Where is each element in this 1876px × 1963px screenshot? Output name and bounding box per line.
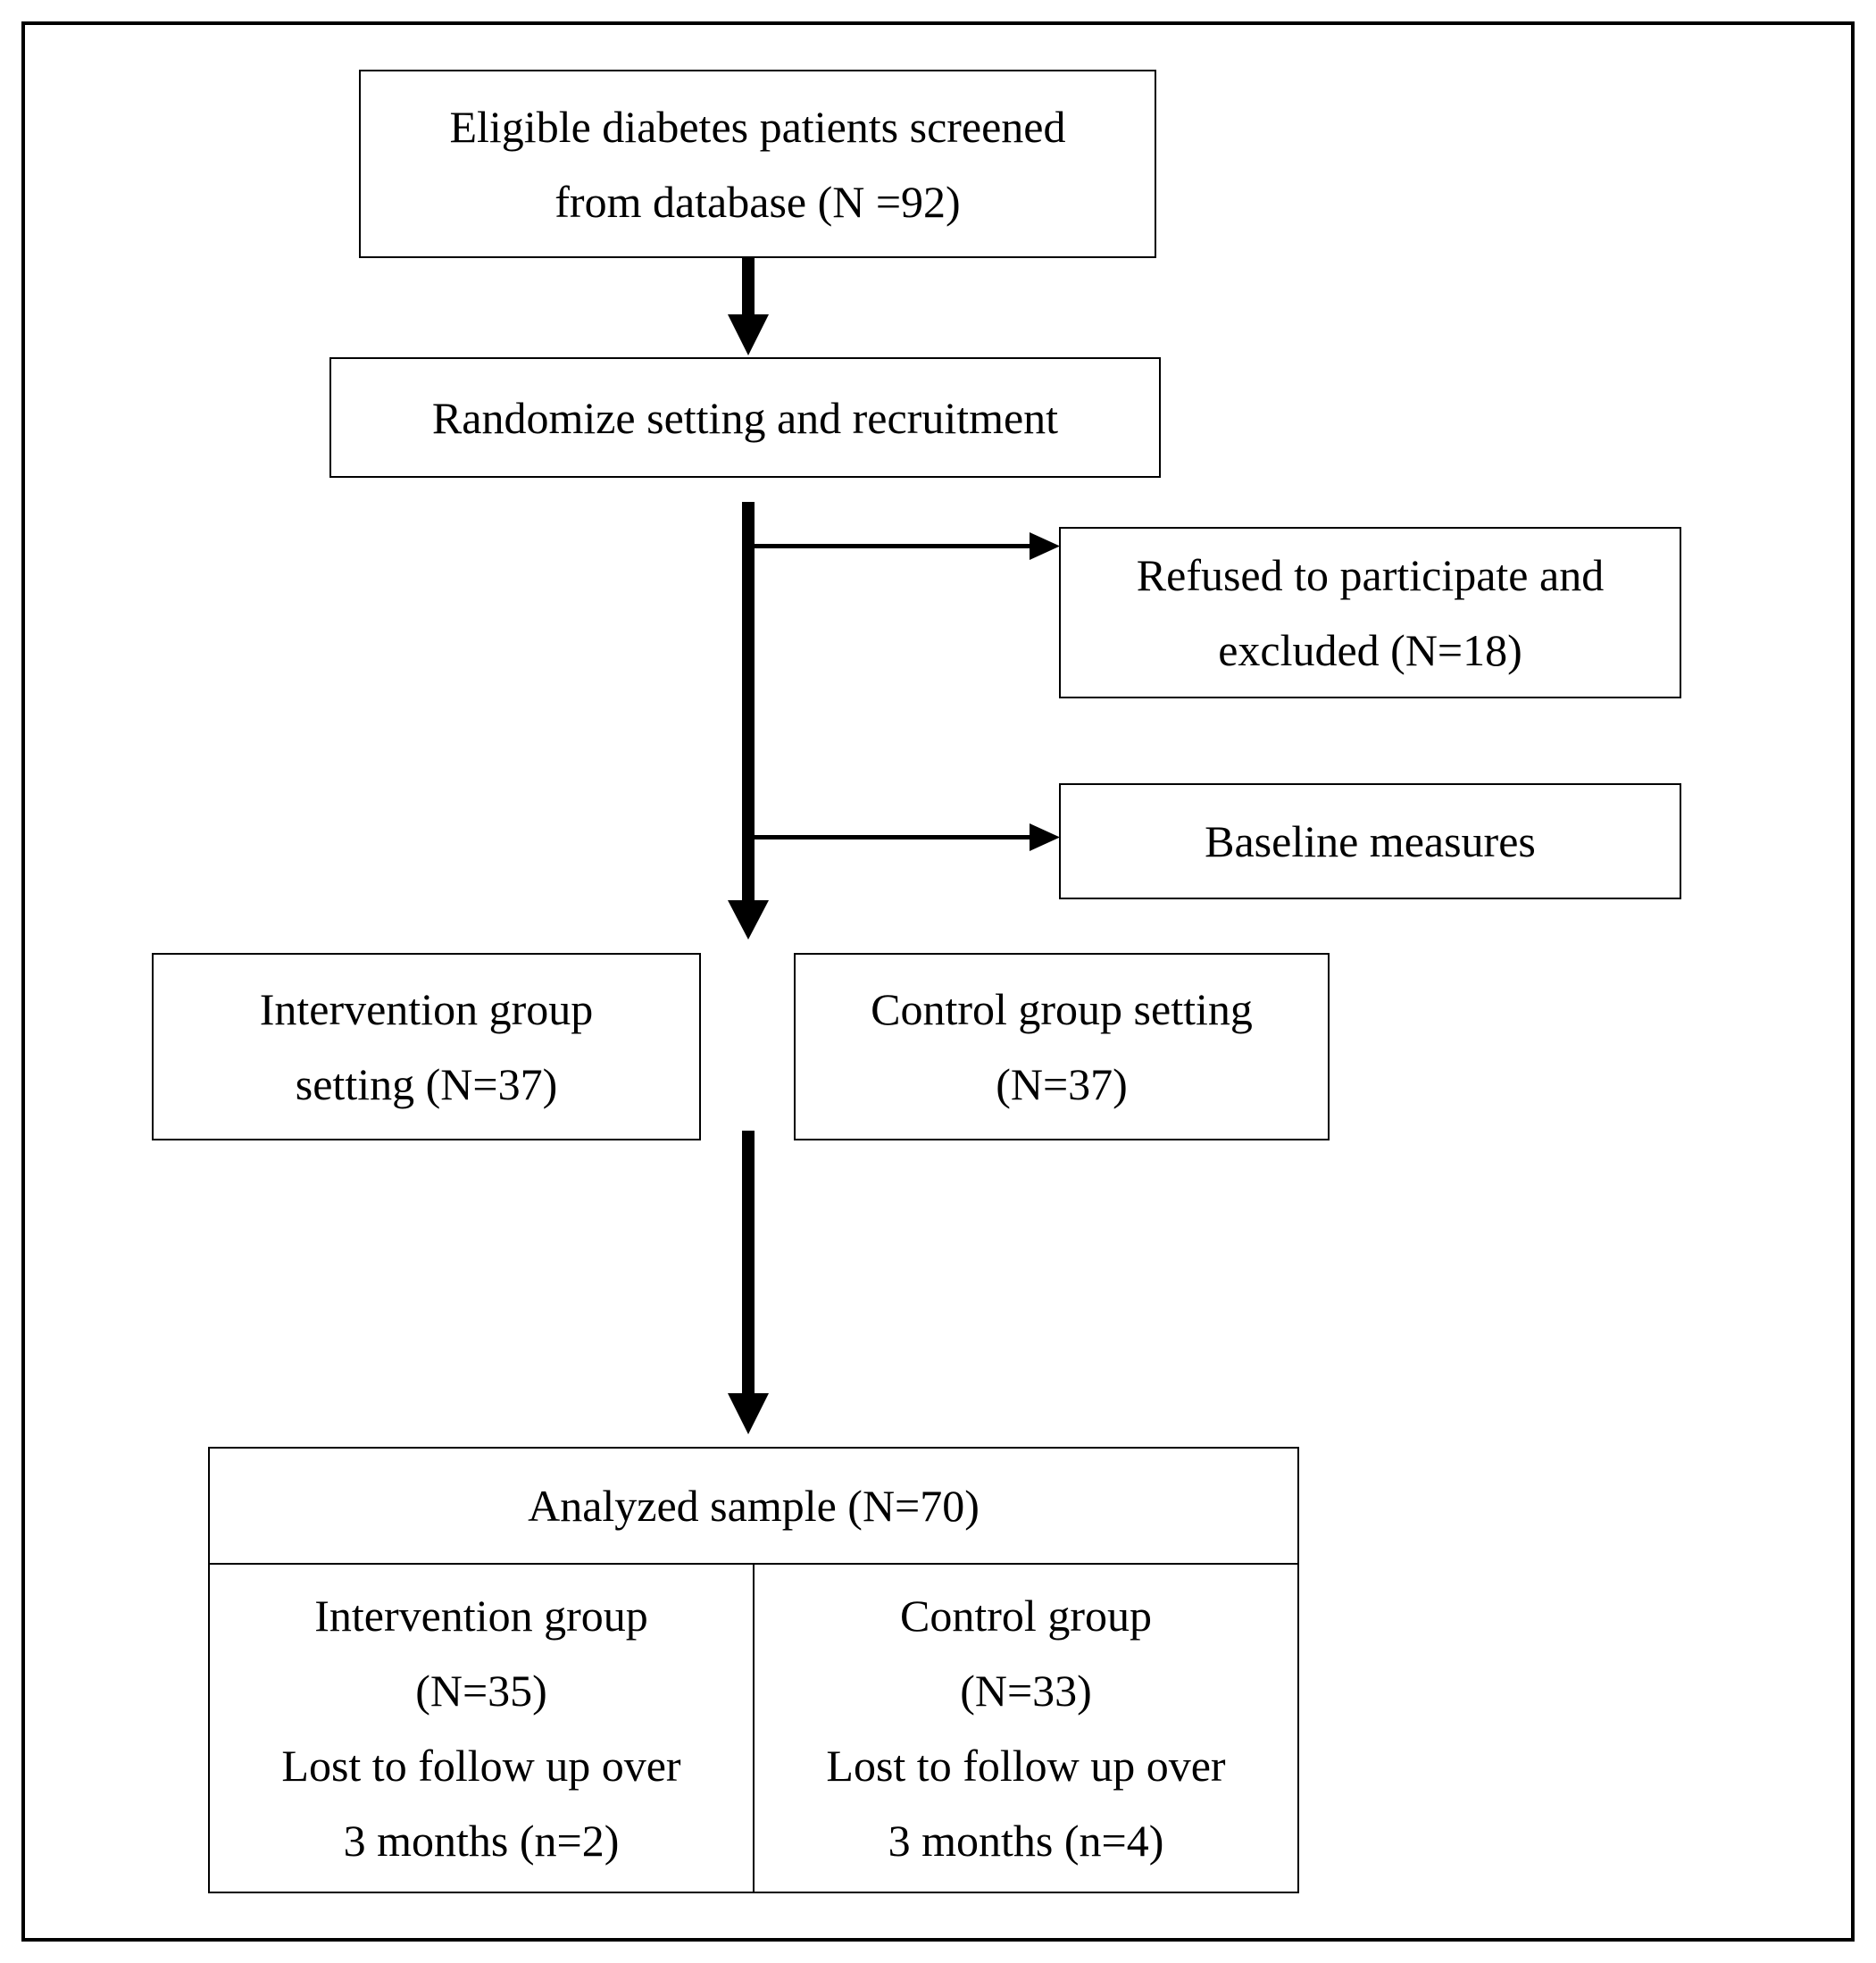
- analyzed-intervention-cell: Intervention group (N=35) Lost to follow…: [210, 1565, 753, 1892]
- arrow-shaft-1: [742, 257, 755, 314]
- analyzed-control-line-4: 3 months (n=4): [888, 1815, 1164, 1866]
- analyzed-sample-columns: Intervention group (N=35) Lost to follow…: [210, 1565, 1297, 1892]
- analyzed-intervention-line-3: Lost to follow up over: [281, 1740, 681, 1791]
- screened-box: Eligible diabetes patients screened from…: [359, 70, 1156, 258]
- control-setting-line-1: Control group setting: [871, 984, 1253, 1034]
- diagram-frame: [21, 21, 1855, 1942]
- analyzed-control-line-3: Lost to follow up over: [826, 1740, 1226, 1791]
- analyzed-control-line-1: Control group: [900, 1590, 1152, 1641]
- arrow-head-2: [728, 900, 769, 940]
- branch-line-baseline: [755, 835, 1031, 839]
- refused-line-1: Refused to participate and: [1136, 550, 1605, 600]
- branch-head-refused: [1030, 532, 1060, 560]
- screened-line-2: from database (N =92): [554, 176, 961, 227]
- analyzed-sample-box: Analyzed sample (N=70) Intervention grou…: [208, 1447, 1299, 1893]
- intervention-setting-line-2: setting (N=37): [295, 1059, 558, 1109]
- control-setting-line-2: (N=37): [996, 1059, 1128, 1109]
- baseline-box: Baseline measures: [1059, 783, 1681, 899]
- refused-box: Refused to participate and excluded (N=1…: [1059, 527, 1681, 698]
- arrow-shaft-3: [742, 1131, 755, 1395]
- randomize-label: Randomize setting and recruitment: [431, 392, 1059, 443]
- analyzed-control-cell: Control group (N=33) Lost to follow up o…: [753, 1565, 1297, 1892]
- randomize-box: Randomize setting and recruitment: [329, 357, 1161, 478]
- analyzed-intervention-line-2: (N=35): [415, 1665, 547, 1716]
- arrow-head-1: [728, 314, 769, 355]
- intervention-setting-line-1: Intervention group: [259, 984, 594, 1034]
- control-setting-box: Control group setting (N=37): [794, 953, 1330, 1140]
- arrow-shaft-2: [742, 502, 755, 902]
- screened-line-1: Eligible diabetes patients screened: [449, 101, 1066, 152]
- analyzed-control-line-2: (N=33): [960, 1665, 1092, 1716]
- baseline-label: Baseline measures: [1205, 816, 1536, 866]
- branch-line-refused: [755, 544, 1031, 548]
- branch-head-baseline: [1030, 823, 1060, 851]
- refused-line-2: excluded (N=18): [1218, 625, 1522, 675]
- analyzed-intervention-line-4: 3 months (n=2): [343, 1815, 620, 1866]
- analyzed-intervention-line-1: Intervention group: [314, 1590, 648, 1641]
- arrow-head-3: [728, 1393, 769, 1434]
- intervention-setting-box: Intervention group setting (N=37): [152, 953, 701, 1140]
- analyzed-sample-title: Analyzed sample (N=70): [210, 1449, 1297, 1565]
